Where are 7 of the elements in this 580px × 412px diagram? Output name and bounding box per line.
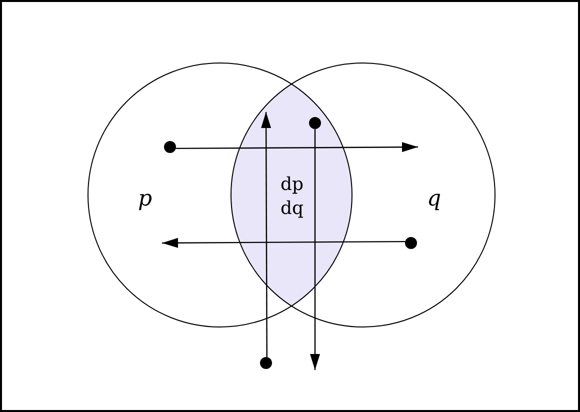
arrow bbox=[162, 238, 406, 248]
arrow bbox=[176, 142, 418, 152]
arrow bbox=[261, 112, 272, 358]
arrow bbox=[310, 129, 320, 370]
set-label: q bbox=[426, 186, 442, 212]
set-label: p bbox=[138, 186, 152, 212]
region-label: dp dq bbox=[279, 173, 305, 221]
